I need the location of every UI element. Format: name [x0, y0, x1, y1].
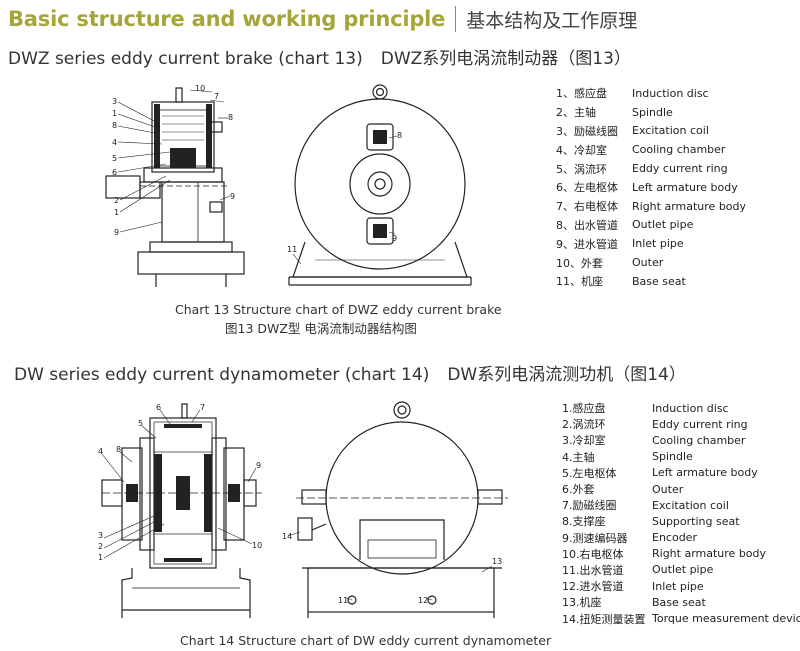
- dw-front-callout-12: 12: [418, 596, 428, 605]
- dwz-callout-8a: 8: [112, 121, 117, 130]
- dw-front-callout-11: 11: [338, 596, 348, 605]
- dwz-front-callout-8: 8: [397, 131, 402, 140]
- section2-title-en: DW series eddy current dynamometer (char…: [14, 365, 430, 385]
- dwz-callout-5: 5: [112, 154, 117, 163]
- dw-front-callout-13: 13: [492, 557, 502, 566]
- dw-callout-3: 3: [98, 531, 103, 540]
- header-title: Basic structure and working principle: [8, 7, 446, 31]
- dwz-callout-1a: 1: [112, 109, 117, 118]
- section1-title-en: DWZ series eddy current brake (chart 13): [8, 49, 363, 69]
- dw-callout-8: 8: [116, 445, 121, 454]
- dw-front-drawing: 14 13 11 12: [282, 401, 508, 618]
- chart13-caption-zh: 图13 DWZ型 电涡流制动器结构图: [225, 321, 417, 336]
- header-divider: [455, 6, 457, 32]
- chart13-caption-en: Chart 13 Structure chart of DWZ eddy cur…: [175, 302, 502, 317]
- section1-title-zh: DWZ系列电涡流制动器（图13）: [380, 49, 631, 69]
- header-subtitle: 基本结构及工作原理: [466, 9, 638, 32]
- dw-callout-10: 10: [252, 541, 262, 550]
- page-header: Basic structure and working principle 基本…: [8, 4, 637, 34]
- dwz-front-callout-9: 9: [392, 234, 397, 243]
- dw-front-callout-14: 14: [282, 532, 292, 541]
- dwz-callout-9b: 9: [230, 192, 235, 201]
- section2-title-zh: DW系列电涡流测功机（图14）: [447, 365, 686, 385]
- dwz-callout-10: 10: [195, 84, 205, 93]
- dw-callout-2: 2: [98, 542, 103, 551]
- dw-callout-4: 4: [98, 447, 103, 456]
- chart14-caption-en: Chart 14 Structure chart of DW eddy curr…: [180, 633, 552, 648]
- dwz-callout-3: 3: [112, 97, 117, 106]
- dw-callout-5: 5: [138, 419, 143, 428]
- dw-callout-1: 1: [98, 553, 103, 562]
- section1-title: DWZ series eddy current brake (chart 13)…: [8, 44, 649, 69]
- dw-callout-7: 7: [200, 403, 205, 412]
- dw-callout-9: 9: [256, 461, 261, 470]
- dwz-callout-6: 6: [112, 168, 117, 177]
- dwz-front-drawing: 8 9 11: [287, 84, 472, 286]
- dw-section-drawing: 6 7 5 4 8 9 3 2 1 10: [98, 403, 262, 618]
- dwz-section-drawing: 10 3 1 8 4 5 6 2 1 9 7 8 9: [105, 84, 245, 287]
- dwz-callout-1b: 1: [114, 208, 119, 217]
- dwz-callout-9a: 9: [114, 228, 119, 237]
- dwz-front-callout-11: 11: [287, 245, 297, 254]
- dwz-callout-7: 7: [214, 92, 219, 101]
- dw-callout-6: 6: [156, 403, 161, 412]
- dwz-callout-4: 4: [112, 138, 117, 147]
- dwz-callout-2: 2: [114, 196, 119, 205]
- section2-title: DW series eddy current dynamometer (char…: [14, 360, 704, 385]
- dwz-callout-8b: 8: [228, 113, 233, 122]
